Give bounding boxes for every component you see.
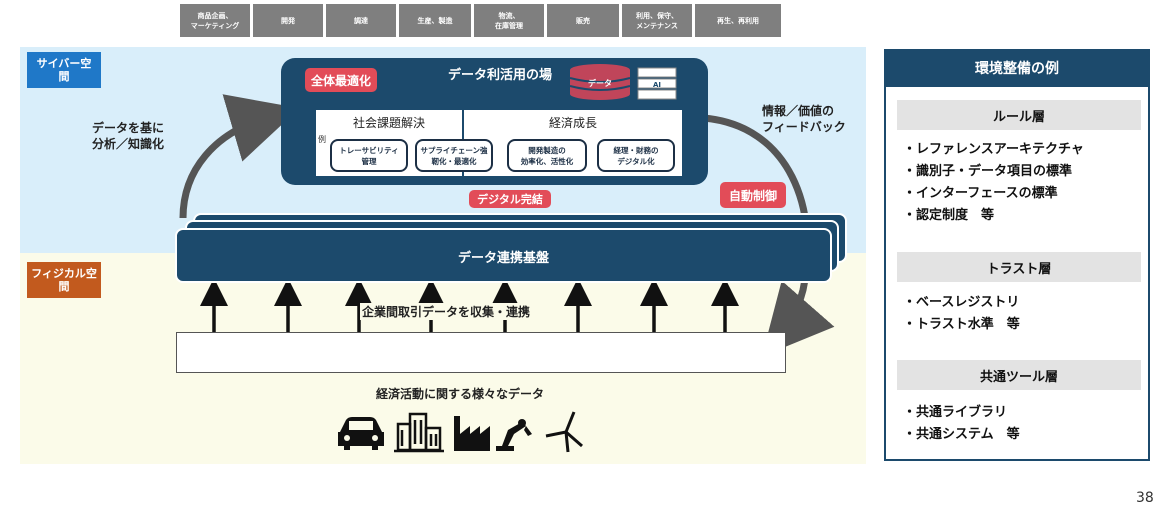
feedback-label: 情報／価値の フィードバック xyxy=(762,104,846,134)
common-tool-layer-heading: 共通ツール層 xyxy=(897,360,1141,390)
activity-production: 生産、製造 xyxy=(399,4,471,37)
rule-layer-heading: ルール層 xyxy=(897,100,1141,130)
activity-procurement: 調達 xyxy=(326,4,396,37)
data-platform-label: データ連携基盤 xyxy=(457,251,549,266)
list-item: ・共通ライブラリ xyxy=(903,405,1008,420)
example-mark: 例 xyxy=(318,135,326,144)
ai-label: AI xyxy=(653,81,661,89)
finance-pill: 経理・財務の デジタル化 xyxy=(597,139,675,172)
activity-recycle: 再生、再利用 xyxy=(695,4,781,37)
overall-optimization-tag: 全体最適化 xyxy=(305,68,377,92)
economic-data-label: 経済活動に関する様々なデータ xyxy=(376,387,545,401)
cyber-space-label: サイバー空 間 xyxy=(27,52,101,88)
traceability-pill: トレーサビリティ 管理 xyxy=(330,139,408,172)
factory-icon xyxy=(454,416,490,451)
development-pill: 開発製造の 効率化、活性化 xyxy=(507,139,587,172)
activity-sales: 販売 xyxy=(547,4,619,37)
activity-planning: 商品企画、 マーケティング xyxy=(180,4,250,37)
environment-examples-title: 環境整備の例 xyxy=(884,49,1150,87)
list-item: ・識別子・データ項目の標準 xyxy=(903,164,1073,179)
trust-layer-items: ・ベースレジストリ ・トラスト水準 等 xyxy=(903,292,1020,336)
collect-label: 企業間取引データを収集・連携 xyxy=(360,303,533,320)
trust-layer-heading: トラスト層 xyxy=(897,252,1141,282)
activity-maintenance: 利用、保守、 メンテナンス xyxy=(622,4,692,37)
activity-bar xyxy=(176,332,786,373)
economic-growth-heading: 経済成長 xyxy=(548,116,597,130)
list-item: ・トラスト水準 等 xyxy=(903,317,1020,332)
building-icon xyxy=(394,412,444,453)
database-icon: データ xyxy=(569,64,631,100)
list-item: ・レファレンスアーキテクチャ xyxy=(903,142,1084,157)
physical-space-label: フィジカル空 間 xyxy=(27,262,101,298)
common-tool-layer-items: ・共通ライブラリ ・共通システム 等 xyxy=(903,402,1020,446)
db-label: データ xyxy=(588,78,612,88)
rule-layer-items: ・レファレンスアーキテクチャ ・識別子・データ項目の標準 ・インターフェースの標… xyxy=(903,139,1084,227)
robot-arm-icon xyxy=(496,419,532,451)
list-item: ・ベースレジストリ xyxy=(903,295,1020,310)
list-item: ・インターフェースの標準 xyxy=(903,186,1058,201)
digital-complete-tag: デジタル完結 xyxy=(469,190,551,208)
activity-logistics: 物流、 在庫管理 xyxy=(474,4,544,37)
activity-development: 開発 xyxy=(253,4,323,37)
analysis-label: データを基に 分析／知識化 xyxy=(92,121,165,151)
supply-chain-pill: サプライチェーン強 靭化・最適化 xyxy=(415,139,493,172)
social-issue-heading: 社会課題解決 xyxy=(352,116,425,130)
page-number: 38 xyxy=(1136,490,1154,506)
auto-control-tag: 自動制御 xyxy=(720,182,786,208)
industry-pictograms xyxy=(338,411,583,453)
ai-server-icon: AI xyxy=(637,67,677,100)
wind-turbine-icon xyxy=(545,411,583,453)
left-curved-arrow xyxy=(179,94,300,219)
list-item: ・共通システム 等 xyxy=(903,427,1020,442)
platform-layer-front xyxy=(175,228,832,283)
list-item: ・認定制度 等 xyxy=(903,208,995,223)
data-place-title: データ利活用の場 xyxy=(447,68,552,83)
car-icon xyxy=(338,417,384,450)
